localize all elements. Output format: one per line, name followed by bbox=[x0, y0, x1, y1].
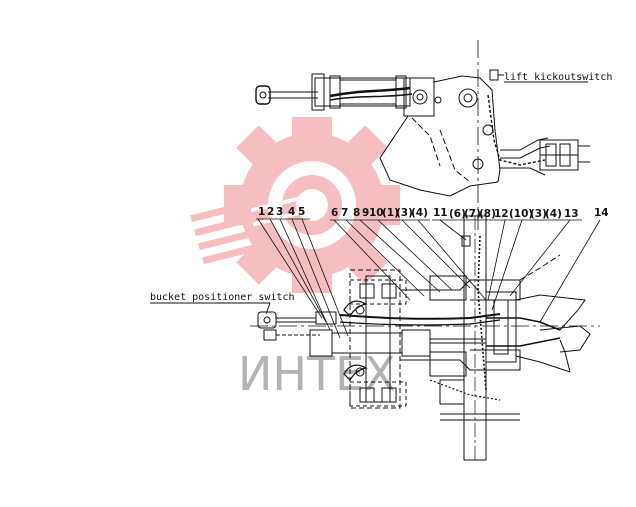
callout-14: 14 bbox=[594, 207, 609, 219]
callout-1-paren: (1) bbox=[382, 207, 399, 219]
callout-3-paren: (3) bbox=[396, 207, 413, 219]
front-frame-assembly bbox=[250, 215, 600, 461]
callout-6: 6 bbox=[331, 207, 338, 219]
callout-11: 11 bbox=[433, 207, 448, 219]
callout-numbers: 1 2 3 4 5 6 7 8 9 10 (1) (3) (4) 11 (6) … bbox=[258, 206, 609, 220]
bucket-positioner-leader-drop bbox=[265, 302, 271, 315]
callout-3: 3 bbox=[276, 206, 283, 218]
bucket-positioner-switch-label: bucket positioner switch bbox=[150, 292, 295, 303]
callout-7-paren: (7) bbox=[464, 208, 481, 220]
callout-8: 8 bbox=[353, 207, 360, 219]
callout-1: 1 bbox=[258, 206, 265, 218]
callout-6-paren: (6) bbox=[449, 208, 466, 220]
lift-kickout-switch-label: lift kickoutswitch bbox=[504, 72, 612, 83]
callout-7: 7 bbox=[341, 207, 348, 219]
lift-cylinder-assembly bbox=[255, 40, 590, 230]
watermark-gear-logo bbox=[190, 117, 400, 293]
callout-2: 2 bbox=[267, 206, 274, 218]
callout-9: 9 bbox=[362, 207, 369, 219]
callout-3-paren-2: (3) bbox=[530, 208, 547, 220]
callout-5: 5 bbox=[298, 206, 305, 218]
callout-4-paren-2: (4) bbox=[545, 208, 562, 220]
callout-4-paren: (4) bbox=[411, 207, 428, 219]
watermark-text: ИНТЕХ bbox=[238, 347, 396, 401]
callout-10: 10 bbox=[369, 207, 384, 219]
callout-10-paren: (10) bbox=[509, 208, 533, 220]
callout-8-paren: (8) bbox=[479, 208, 496, 220]
callout-12: 12 bbox=[494, 208, 509, 220]
callout-4: 4 bbox=[288, 206, 295, 218]
leader-lines bbox=[256, 218, 601, 339]
callout-13: 13 bbox=[564, 208, 579, 220]
